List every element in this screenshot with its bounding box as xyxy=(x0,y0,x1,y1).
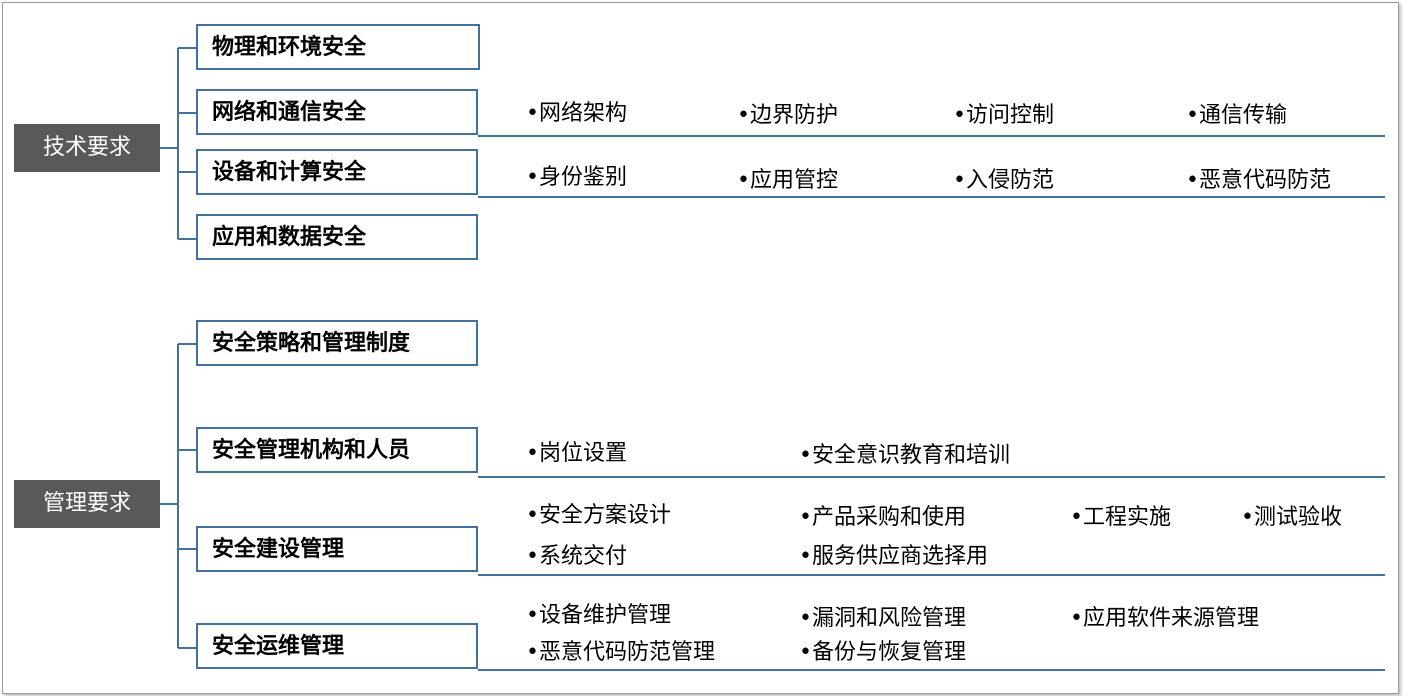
item-vulnerability-risk-management: •漏洞和风险管理 xyxy=(799,606,966,631)
item-test-acceptance: •测试验收 xyxy=(1241,505,1342,530)
item-application-control: •应用管控 xyxy=(737,168,838,193)
item-service-supplier-selection: •服务供应商选择用 xyxy=(799,544,988,569)
box-security-organization-personnel: 安全管理机构和人员 xyxy=(196,427,478,473)
item-malware-prevention: •恶意代码防范 xyxy=(1186,168,1331,193)
box-security-construction-management: 安全建设管理 xyxy=(196,526,478,572)
box-physical-environment-security: 物理和环境安全 xyxy=(196,24,480,70)
item-product-procurement-use: •产品采购和使用 xyxy=(799,505,966,530)
item-network-architecture: •网络架构 xyxy=(526,101,627,126)
item-communication-transmission: •通信传输 xyxy=(1186,103,1287,128)
item-project-implementation: •工程实施 xyxy=(1070,505,1171,530)
item-security-solution-design: •安全方案设计 xyxy=(526,503,671,528)
item-system-delivery: •系统交付 xyxy=(526,544,627,569)
item-access-control: •访问控制 xyxy=(953,103,1054,128)
item-security-awareness-training: •安全意识教育和培训 xyxy=(799,443,1010,468)
box-security-operation-management: 安全运维管理 xyxy=(196,623,478,669)
box-security-policy-management: 安全策略和管理制度 xyxy=(196,320,478,366)
box-application-data-security: 应用和数据安全 xyxy=(196,214,478,260)
category-technical: 技术要求 xyxy=(14,124,160,172)
item-device-maintenance-management: •设备维护管理 xyxy=(526,603,671,628)
item-boundary-protection: •边界防护 xyxy=(737,103,838,128)
item-identity-authentication: •身份鉴别 xyxy=(526,165,627,190)
box-device-computing-security: 设备和计算安全 xyxy=(196,149,478,195)
item-application-software-source-management: •应用软件来源管理 xyxy=(1070,606,1259,631)
item-malware-prevention-management: •恶意代码防范管理 xyxy=(526,640,715,665)
box-network-communication-security: 网络和通信安全 xyxy=(196,89,478,135)
item-post-setting: •岗位设置 xyxy=(526,441,627,466)
category-management: 管理要求 xyxy=(14,480,160,528)
item-backup-recovery-management: •备份与恢复管理 xyxy=(799,640,966,665)
item-intrusion-prevention: •入侵防范 xyxy=(953,168,1054,193)
